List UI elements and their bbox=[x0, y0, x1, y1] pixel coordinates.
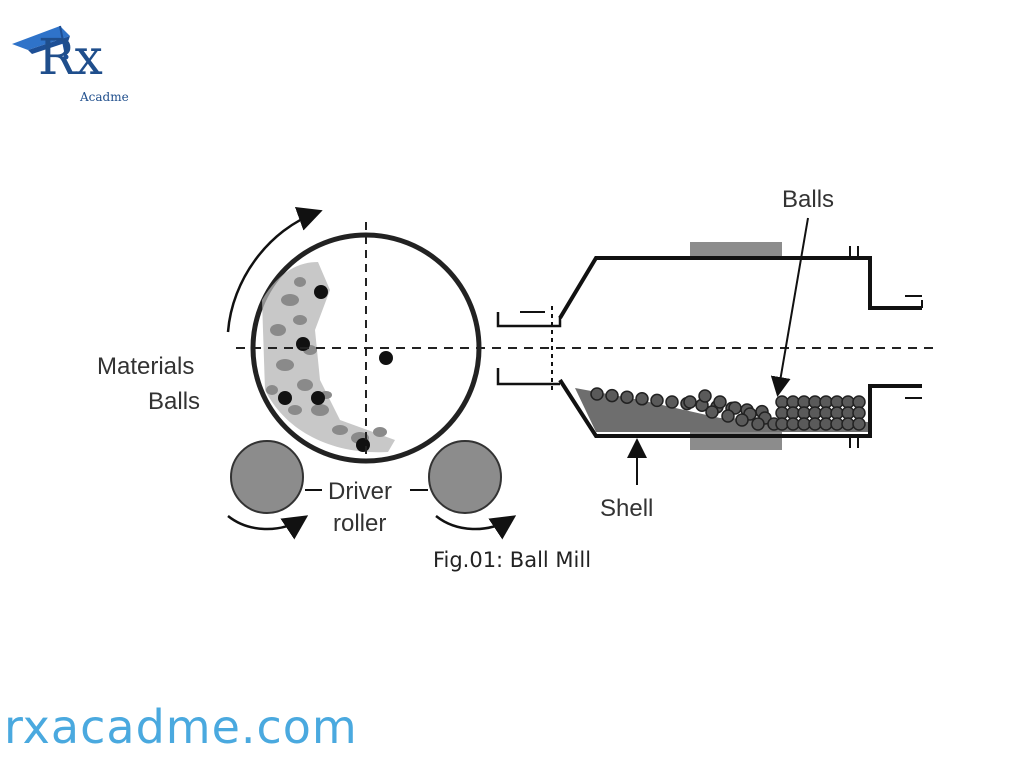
ball bbox=[713, 395, 727, 409]
ball bbox=[620, 390, 634, 404]
ball bbox=[786, 395, 800, 409]
ball bbox=[775, 417, 789, 431]
ball bbox=[819, 417, 833, 431]
ball bbox=[605, 388, 619, 403]
ball bbox=[797, 406, 811, 420]
label-materials: Materials bbox=[97, 353, 194, 380]
label-shell: Shell bbox=[600, 495, 653, 522]
roller-arrow-left bbox=[227, 515, 309, 540]
ball bbox=[786, 406, 800, 420]
roller-arrow-right bbox=[435, 515, 517, 540]
rotation-arrow bbox=[226, 207, 323, 333]
ball bbox=[841, 395, 855, 409]
ball bbox=[841, 417, 855, 431]
ball bbox=[797, 395, 811, 409]
ball bbox=[665, 395, 679, 409]
ball bbox=[775, 406, 789, 420]
grinding-balls bbox=[590, 387, 866, 431]
label-roller: roller bbox=[333, 510, 386, 537]
website-url[interactable]: rxacadme.com bbox=[4, 700, 358, 754]
balls-pointer bbox=[770, 217, 809, 397]
graduation-cap-icon bbox=[12, 25, 70, 60]
ball bbox=[590, 387, 604, 401]
ball bbox=[852, 395, 866, 409]
ball bbox=[830, 406, 844, 420]
ball bbox=[786, 417, 800, 431]
ball bbox=[808, 417, 822, 431]
ball bbox=[650, 393, 664, 408]
ball bbox=[819, 395, 833, 409]
ball bbox=[819, 406, 833, 420]
ball bbox=[852, 406, 866, 420]
logo-text: Rx bbox=[38, 28, 103, 86]
ball bbox=[852, 417, 866, 431]
ball bbox=[808, 406, 822, 420]
ball bbox=[830, 417, 844, 431]
driver-roller-right bbox=[428, 440, 502, 514]
ball bbox=[698, 389, 712, 403]
logo-subtext: Acadme bbox=[80, 90, 129, 104]
drum-cross-section bbox=[250, 222, 482, 464]
driver-roller-left bbox=[230, 440, 304, 514]
rx-acadme-logo: Rx Acadme bbox=[8, 12, 148, 107]
figure-caption: Fig.01: Ball Mill bbox=[432, 548, 592, 572]
ball bbox=[721, 409, 735, 423]
ball bbox=[797, 417, 811, 431]
ball bbox=[775, 395, 789, 409]
ball bbox=[751, 417, 765, 431]
ball bbox=[808, 395, 822, 409]
label-balls-right: Balls bbox=[782, 186, 834, 213]
ball bbox=[830, 395, 844, 409]
label-driver: Driver bbox=[328, 478, 392, 505]
ball bbox=[841, 406, 855, 420]
ball bbox=[705, 405, 719, 419]
ball bbox=[635, 392, 649, 406]
ball bbox=[735, 413, 749, 427]
ball bbox=[683, 395, 697, 409]
label-balls-left: Balls bbox=[148, 388, 200, 415]
